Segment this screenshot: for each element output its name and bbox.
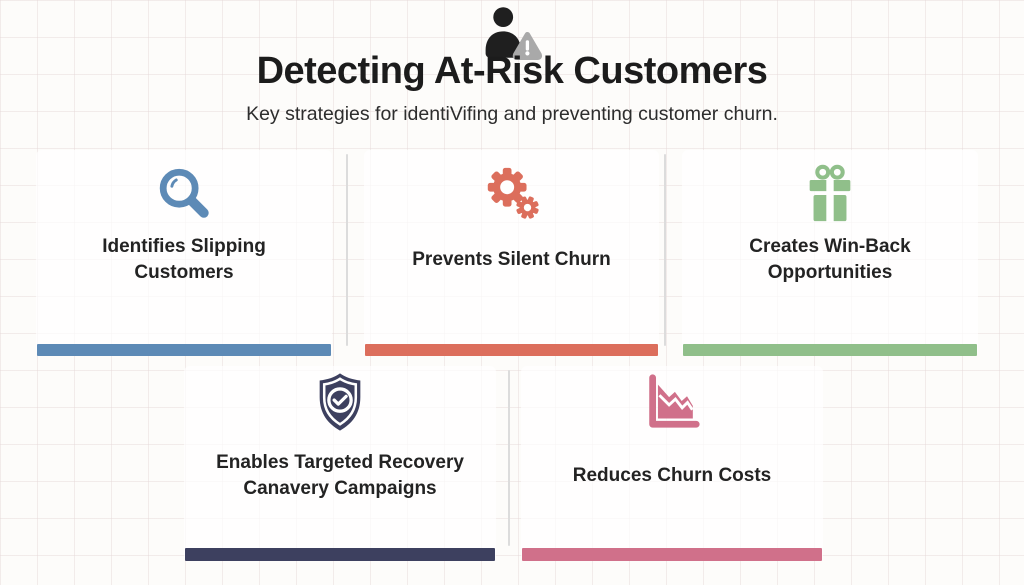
- card-identifies-slipping-customers: Identifies Slipping Customers: [36, 150, 332, 356]
- card-accent-bar: [185, 548, 495, 561]
- card-accent-bar: [365, 344, 658, 356]
- gears-icon: [364, 162, 659, 226]
- card-label: Creates Win-Back Opportunities: [749, 235, 911, 283]
- declining-chart-icon: [521, 370, 823, 434]
- vertical-divider: [664, 154, 666, 346]
- card-label: Reduces Churn Costs: [572, 464, 772, 486]
- gift-icon: [682, 162, 978, 226]
- card-accent-bar: [522, 548, 822, 561]
- card-accent-bar: [683, 344, 977, 356]
- card-label: Identifies Slipping Customers: [102, 235, 266, 283]
- page-subtitle: Key strategies for identiVifing and prev…: [246, 103, 778, 125]
- page-title: Detecting At-Risk Customers: [256, 50, 768, 92]
- card-creates-win-back-opportunities: Creates Win-Back Opportunities: [682, 150, 978, 356]
- card-enables-targeted-recovery: Enables Targeted Recovery Canavery Campa…: [184, 366, 496, 561]
- card-accent-bar: [37, 344, 331, 356]
- card-reduces-churn-costs: Reduces Churn Costs: [521, 366, 823, 561]
- card-label: Prevents Silent Churn: [412, 248, 611, 270]
- shield-check-icon: [184, 370, 496, 434]
- user-warning-icon: [479, 5, 545, 61]
- card-label: Enables Targeted Recovery Canavery Campa…: [216, 451, 464, 499]
- magnifier-icon: [36, 162, 332, 226]
- vertical-divider: [508, 370, 510, 546]
- card-prevents-silent-churn: Prevents Silent Churn: [364, 150, 659, 356]
- vertical-divider: [346, 154, 348, 346]
